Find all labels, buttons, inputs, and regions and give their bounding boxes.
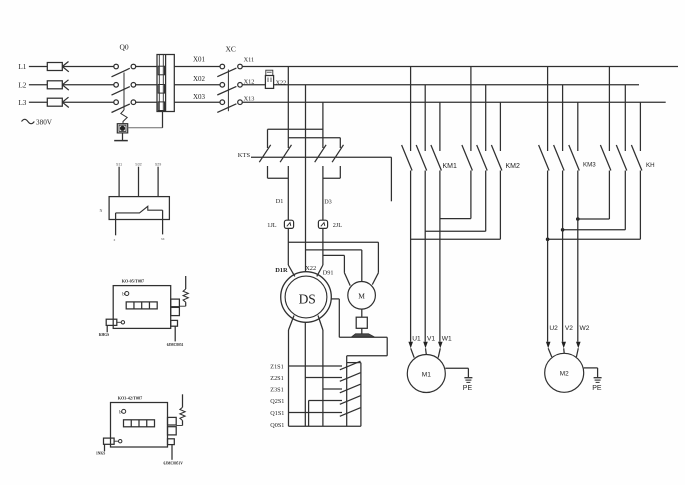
svg-text:x: x (114, 238, 116, 242)
svg-text:KTS: KTS (238, 152, 251, 159)
svg-text:PE: PE (592, 385, 602, 392)
svg-text:XC: XC (226, 45, 236, 54)
svg-text:Q2S1: Q2S1 (270, 398, 284, 405)
svg-text:Q0: Q0 (120, 43, 129, 52)
svg-text:1NKS: 1NKS (96, 452, 105, 456)
svg-text:D91: D91 (323, 270, 334, 277)
svg-text:Z3S1: Z3S1 (270, 387, 283, 394)
svg-text:X22: X22 (305, 265, 316, 272)
svg-text:X03: X03 (193, 93, 206, 101)
svg-text:6JMC8051V: 6JMC8051V (164, 461, 184, 465)
svg-text:b: b (122, 293, 125, 298)
svg-text:1JL: 1JL (267, 222, 277, 229)
svg-text:KO3-42/T087: KO3-42/T087 (118, 396, 142, 401)
svg-text:KH: KH (646, 162, 655, 169)
svg-text:PE: PE (463, 385, 473, 392)
svg-text:380V: 380V (36, 119, 53, 127)
svg-text:Z1S1: Z1S1 (270, 364, 283, 371)
svg-text:D3: D3 (324, 199, 332, 206)
svg-text:M2: M2 (560, 371, 569, 378)
svg-text:X01: X01 (193, 56, 206, 64)
svg-text:L3: L3 (18, 99, 26, 107)
svg-text:D1R: D1R (275, 267, 288, 274)
svg-text:W2: W2 (580, 325, 590, 332)
svg-text:U2: U2 (549, 325, 558, 332)
svg-text:X02: X02 (193, 75, 206, 83)
svg-text:N: N (100, 208, 103, 213)
svg-text:b: b (119, 411, 122, 416)
svg-text:M1: M1 (422, 371, 431, 378)
svg-text:S32: S32 (135, 162, 141, 166)
svg-text:X22: X22 (276, 80, 287, 87)
svg-text:KM3: KM3 (583, 162, 596, 169)
svg-text:Q1S1: Q1S1 (270, 410, 284, 417)
svg-text:KM1: KM1 (443, 163, 458, 170)
svg-text:6JMC8051: 6JMC8051 (167, 343, 184, 347)
svg-text:V2: V2 (565, 325, 573, 332)
svg-text:L1: L1 (18, 63, 26, 71)
svg-text:Z2S1: Z2S1 (270, 375, 283, 382)
svg-text:xx: xx (161, 237, 165, 241)
svg-text:2JL: 2JL (333, 222, 343, 229)
svg-text:KO-05/T087: KO-05/T087 (122, 279, 144, 284)
svg-text:KHGS: KHGS (99, 333, 109, 337)
svg-text:X12: X12 (244, 78, 255, 85)
svg-text:D1: D1 (276, 198, 284, 205)
svg-text:X13: X13 (244, 96, 255, 103)
svg-text:KM2: KM2 (506, 163, 521, 170)
svg-text:S29: S29 (155, 162, 161, 166)
svg-text:S11: S11 (116, 162, 122, 166)
svg-text:DS: DS (299, 292, 316, 307)
svg-text:W1: W1 (442, 336, 452, 343)
svg-text:M: M (358, 291, 365, 300)
svg-text:U1: U1 (412, 336, 421, 343)
svg-text:Q0S1: Q0S1 (270, 422, 284, 429)
svg-text:V1: V1 (427, 336, 435, 343)
svg-text:L2: L2 (18, 81, 26, 89)
svg-text:X11: X11 (244, 57, 255, 64)
